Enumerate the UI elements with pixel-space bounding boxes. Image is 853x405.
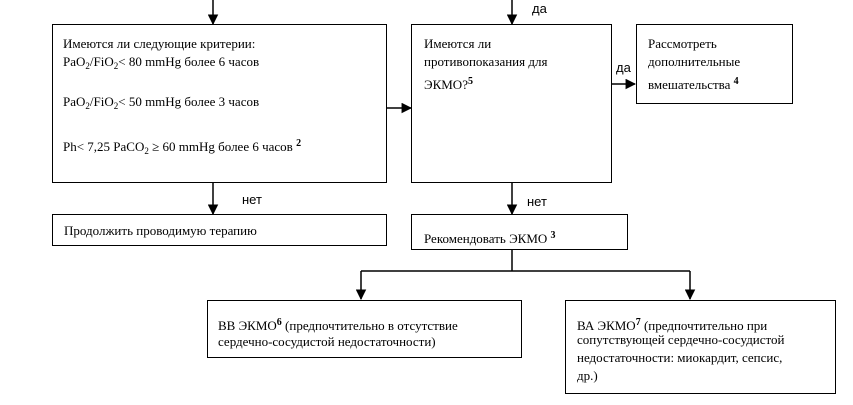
no-label-left: нет bbox=[242, 192, 262, 207]
contra-line-2: противопоказания для bbox=[424, 54, 548, 69]
recommend-ecmo-text: Рекомендовать ЭКМО 3 bbox=[424, 230, 556, 246]
contra-line-1: Имеются ли bbox=[424, 36, 492, 51]
contraindications-box: Имеются ли противопоказания для ЭКМО?5 bbox=[411, 24, 612, 183]
consider-line-2: дополнительные bbox=[648, 54, 741, 69]
vv-line-2: сердечно-сосудистой недостаточности) bbox=[218, 334, 436, 349]
continue-therapy-box: Продолжить проводимую терапию bbox=[52, 214, 387, 246]
consider-box: Рассмотреть дополнительные вмешательства… bbox=[636, 24, 793, 104]
va-line-2: сопутствующей сердечно-сосудистой bbox=[577, 332, 785, 347]
continue-therapy-text: Продолжить проводимую терапию bbox=[64, 223, 257, 238]
criteria-title: Имеются ли следующие критерии: bbox=[63, 36, 256, 51]
criteria-box: Имеются ли следующие критерии: PaO2/FiO2… bbox=[52, 24, 387, 183]
va-line-3: недостаточности: миокардит, сепсис, bbox=[577, 350, 783, 365]
vv-ecmo-box: ВВ ЭКМО6 (предпочтительно в отсутствие с… bbox=[207, 300, 522, 358]
consider-line-3: вмешательства 4 bbox=[648, 76, 739, 92]
criteria-line-3: Ph< 7,25 PaCO2 ≥ 60 mmHg более 6 часов 2 bbox=[63, 138, 302, 156]
no-label-mid: нет bbox=[527, 194, 547, 209]
recommend-ecmo-box: Рекомендовать ЭКМО 3 bbox=[411, 214, 628, 250]
criteria-line-2: PaO2/FiO2< 50 mmHg более 3 часов bbox=[63, 94, 260, 111]
consider-line-1: Рассмотреть bbox=[648, 36, 717, 51]
va-line-4: др.) bbox=[577, 368, 598, 383]
yes-label-right: да bbox=[616, 60, 631, 75]
contra-line-3: ЭКМО?5 bbox=[424, 76, 473, 92]
yes-label-top: да bbox=[532, 1, 547, 16]
vv-line-1: ВВ ЭКМО6 (предпочтительно в отсутствие bbox=[218, 317, 458, 333]
va-line-1: ВА ЭКМО7 (предпочтительно при bbox=[577, 317, 768, 333]
va-ecmo-box: ВА ЭКМО7 (предпочтительно при сопутствую… bbox=[565, 300, 836, 394]
criteria-line-1: PaO2/FiO2< 80 mmHg более 6 часов bbox=[63, 54, 260, 71]
